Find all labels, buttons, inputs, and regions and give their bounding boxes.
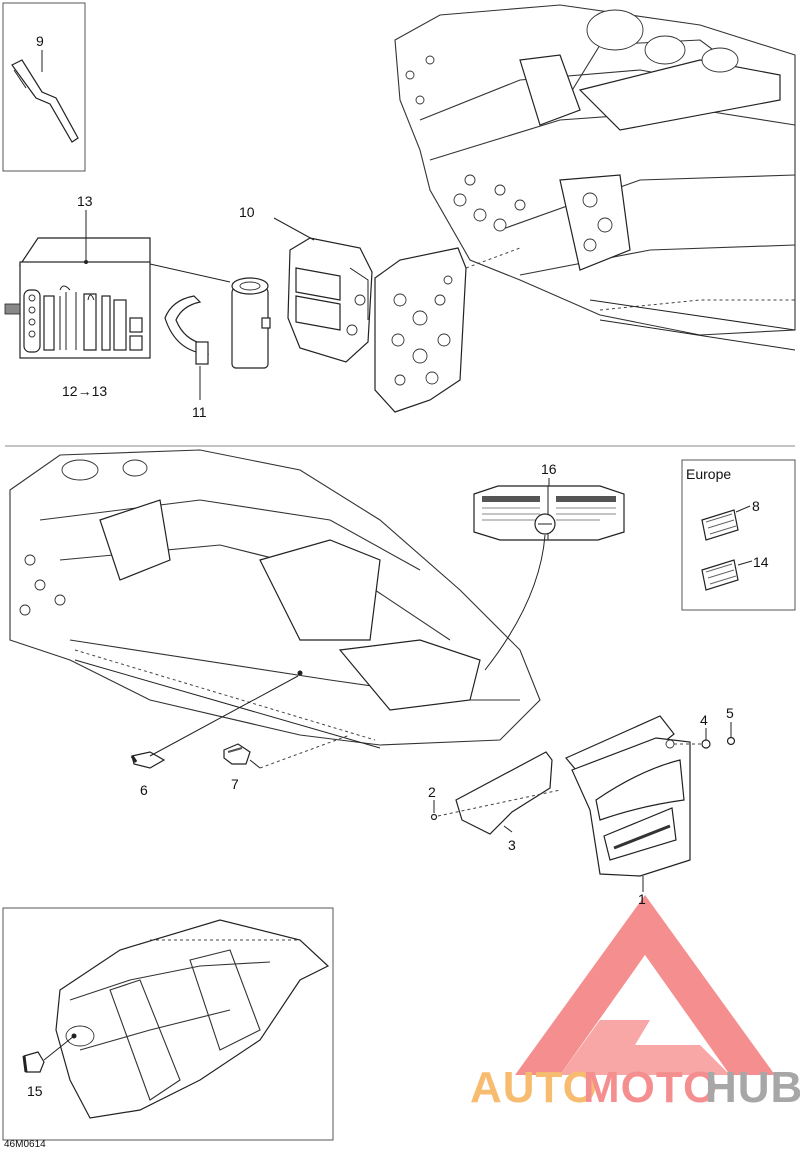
watermark-hub: HUB	[705, 1063, 800, 1112]
part-8-decal	[701, 509, 739, 541]
part-10-holder	[287, 237, 373, 363]
callout-16: 16	[541, 461, 557, 477]
part-15-pad	[22, 1051, 45, 1073]
part-6-emblem	[130, 751, 166, 769]
part-1-snow-flap	[565, 715, 691, 877]
callout-15: 15	[27, 1083, 43, 1099]
part-5-nut	[726, 736, 736, 746]
callout-2: 2	[428, 784, 436, 800]
europe-inset	[681, 459, 796, 611]
callout-7: 7	[231, 776, 239, 792]
callout-13: 13	[77, 193, 93, 209]
part-11-strap	[164, 295, 209, 365]
europe-label: Europe	[686, 466, 731, 482]
callout-10: 10	[239, 204, 255, 220]
part-3-panel	[455, 751, 553, 835]
part-14-decal	[701, 559, 739, 591]
toolkit-tools	[23, 285, 143, 353]
callout-12-13: 12→13	[62, 383, 107, 399]
callout-4: 4	[700, 712, 708, 728]
inset-box-9	[2, 2, 86, 172]
watermark-moto: MOTO	[583, 1063, 718, 1112]
upper-chassis	[394, 4, 796, 351]
mounting-plate	[374, 247, 467, 413]
callout-3: 3	[508, 837, 516, 853]
callout-9: 9	[36, 33, 44, 49]
callout-14: 14	[753, 554, 769, 570]
watermark-auto: AUTO	[470, 1063, 598, 1112]
callout-11: 11	[192, 404, 207, 420]
callout-8: 8	[752, 498, 760, 514]
part-13-toolkit	[4, 237, 151, 359]
part-16-label	[473, 485, 625, 541]
callout-5: 5	[726, 705, 734, 721]
hood-assembly	[55, 919, 330, 1119]
callout-6: 6	[140, 782, 148, 798]
part-4-washer	[701, 739, 711, 749]
tool-canister	[231, 277, 271, 369]
watermark-logo	[515, 895, 775, 1075]
part-9-key	[11, 50, 79, 143]
part-7-clip	[223, 743, 251, 765]
callout-1: 1	[638, 891, 646, 907]
figure-code: 46M0614	[4, 1139, 46, 1150]
lower-chassis	[9, 449, 541, 749]
inset-box-15	[2, 907, 334, 1141]
part-2-rivet	[430, 813, 438, 821]
watermark: AUTO MOTO HUB	[470, 895, 800, 1112]
